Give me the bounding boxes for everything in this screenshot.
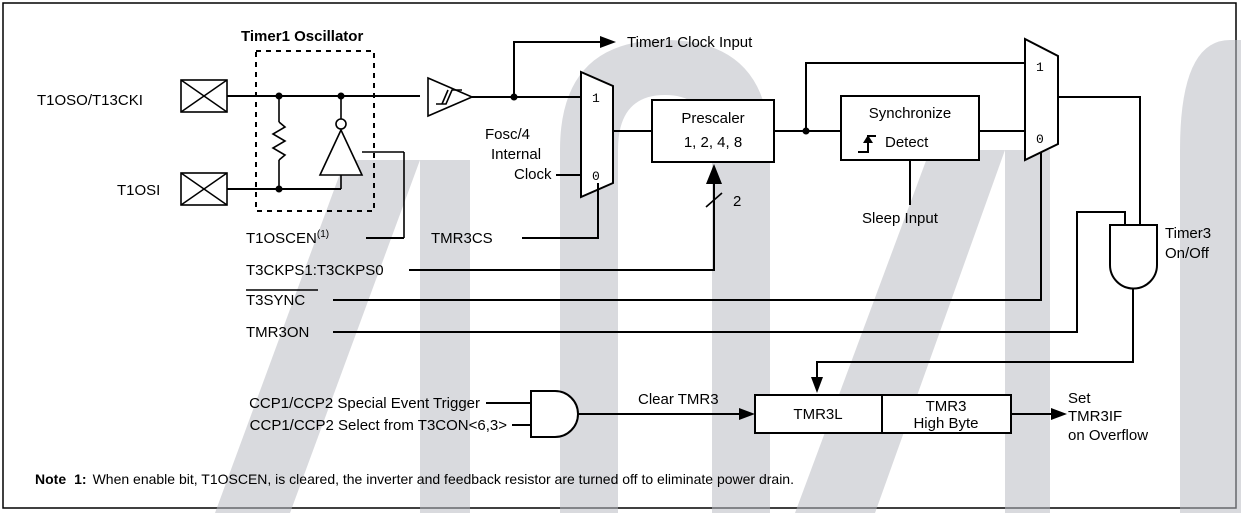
pin-t1osi: T1OSI — [117, 172, 228, 206]
tmr3l-label: TMR3L — [793, 406, 842, 423]
tmr3cs-label: TMR3CS — [431, 230, 493, 247]
synchronize-detect-block: Synchronize Detect — [840, 95, 980, 161]
clear-tmr3-arrow — [739, 408, 755, 420]
tmr3on-label: TMR3ON — [246, 324, 309, 341]
tmr3-registers: TMR3L TMR3 High Byte — [754, 394, 1012, 434]
clear-tmr3-label: Clear TMR3 — [638, 391, 719, 408]
tmr3l-input-arrow — [811, 377, 823, 393]
mux2-input-1: 1 — [1036, 60, 1044, 75]
timer1-oscillator-title: Timer1 Oscillator — [241, 28, 363, 45]
t3ckps-label: T3CKPS1:T3CKPS0 — [246, 262, 384, 279]
timer3-onoff-label-1: Timer3 — [1165, 225, 1211, 242]
mux1-input-1: 1 — [592, 91, 600, 106]
timer3-onoff-label-2: On/Off — [1165, 245, 1210, 262]
sleep-input-label: Sleep Input — [862, 210, 939, 227]
pin-t1osi-label: T1OSI — [117, 182, 160, 199]
fosc-label: Fosc/4 — [485, 126, 530, 143]
pin-t1oso-label: T1OSO/T13CKI — [37, 92, 143, 109]
on-overflow-label: on Overflow — [1068, 427, 1148, 444]
prescaler-block: Prescaler 1, 2, 4, 8 — [651, 99, 775, 163]
tmr3-high-label-2: High Byte — [913, 415, 978, 432]
ccp-trigger-label: CCP1/CCP2 Special Event Trigger — [249, 395, 480, 412]
fosc-clock-label: Clock — [514, 166, 552, 183]
t1oscen-label: T1OSCEN(1) — [246, 229, 329, 247]
mux1-input-0: 0 — [592, 169, 600, 184]
bus-width-label: 2 — [733, 193, 741, 210]
t3sync-label: T3SYNC — [246, 292, 305, 309]
prescaler-values: 1, 2, 4, 8 — [684, 134, 742, 151]
tmr3if-label: TMR3IF — [1068, 408, 1122, 425]
pin-t1oso: T1OSO/T13CKI — [37, 79, 228, 113]
sync-select-mux: 1 0 — [1024, 37, 1059, 162]
feedback-resistor — [271, 96, 287, 189]
sync-detect-label: Detect — [885, 134, 929, 151]
ccp-and-gate — [530, 390, 579, 438]
set-tmr3if-arrow — [1051, 408, 1067, 420]
fosc-internal-label: Internal — [491, 146, 541, 163]
ccp-select-label: CCP1/CCP2 Select from T3CON<6,3> — [250, 417, 508, 434]
set-label: Set — [1068, 390, 1091, 407]
mux2-input-0: 0 — [1036, 132, 1044, 147]
sync-title: Synchronize — [869, 105, 952, 122]
oscillator-inverter — [318, 96, 405, 238]
timer3-onoff-and-gate — [1109, 224, 1158, 290]
clock-source-mux: 1 0 — [580, 70, 614, 199]
timer1-clock-input-arrow — [600, 36, 616, 48]
prescaler-title: Prescaler — [681, 110, 744, 127]
timer1-clock-input-label: Timer1 Clock Input — [627, 34, 753, 51]
tmr3-high-label-1: TMR3 — [926, 398, 967, 415]
prescaler-select-arrow — [706, 164, 722, 184]
schmitt-trigger-buffer — [427, 76, 475, 118]
